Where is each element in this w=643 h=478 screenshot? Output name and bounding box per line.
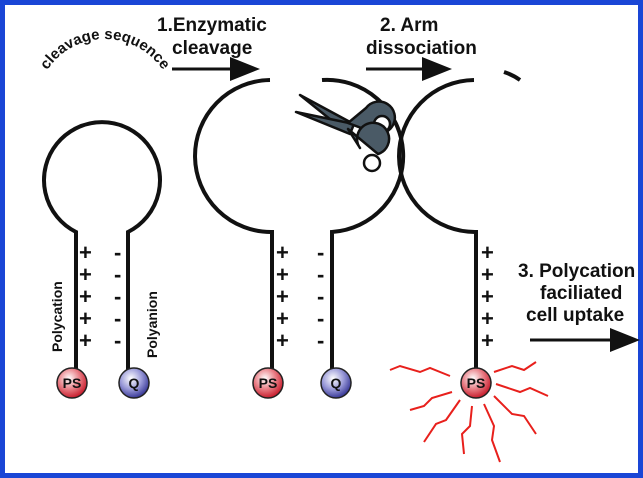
plus-signs-3: + + + + + [481,240,494,353]
polycation-label: Polycation [49,281,65,352]
step3-label-line1: 3. Polycation [518,261,635,282]
arrow-step3 [530,328,640,352]
svg-text:Q: Q [331,375,342,391]
q-ball-2: Q [321,368,351,398]
scissors-icon [296,95,395,171]
step2-label-line1: 2. Arm [380,15,438,36]
hairpin-dissociated [399,72,520,370]
ps-ball-1: PS [57,368,87,398]
minus-signs-1: - - - - - [114,240,121,353]
svg-text:Q: Q [129,375,140,391]
ps-ball-2: PS [253,368,283,398]
svg-text:+: + [276,328,289,353]
svg-text:+: + [79,328,92,353]
cleavage-sequence-label: cleavage sequence [37,26,174,73]
minus-signs-2: - - - - - [317,240,324,353]
q-ball-1: Q [119,368,149,398]
plus-signs-1: + + + + + [79,240,92,353]
svg-text:PS: PS [467,375,486,391]
step3-label-line2: faciliated [540,283,622,304]
svg-text:+: + [481,328,494,353]
ps-ball-3: PS [461,368,491,398]
polyanion-label: Polyanion [144,291,160,358]
step1-label-line2: cleavage [172,38,252,59]
plus-signs-2: + + + + + [276,240,289,353]
svg-text:-: - [317,328,324,353]
svg-text:PS: PS [259,375,278,391]
arrow-step2 [366,57,452,81]
step3-label-line3: cell uptake [526,305,624,326]
step2-label-line2: dissociation [366,38,477,59]
arrow-step1 [172,57,260,81]
svg-text:-: - [114,328,121,353]
step1-label-line1: 1.Enzymatic [157,15,267,36]
svg-text:PS: PS [63,375,82,391]
